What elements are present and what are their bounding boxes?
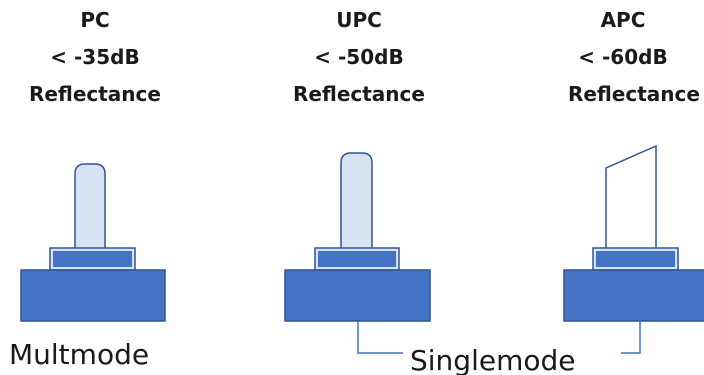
singlemode-label: Singlemode — [410, 344, 575, 375]
apc-loss-label: < -60dB — [578, 45, 667, 69]
apc-connector: APC < -60dB Reflectance — [563, 8, 704, 322]
apc-heading: APC < -60dB Reflectance — [568, 8, 700, 106]
upc-heading: UPC < -50dB Reflectance — [293, 8, 425, 106]
apc-collar-inner — [596, 251, 675, 267]
upc-ferrule — [340, 152, 373, 252]
apc-base — [563, 269, 704, 322]
pc-reflectance-label: Reflectance — [29, 82, 161, 106]
pc-connector: PC < -35dB Reflectance — [20, 8, 166, 322]
singlemode-bracket-right — [621, 321, 641, 354]
upc-connector: UPC < -50dB Reflectance — [284, 8, 431, 322]
pc-ferrule — [74, 163, 106, 252]
upc-base — [284, 269, 431, 322]
pc-collar-inner — [53, 251, 132, 267]
apc-reflectance-label: Reflectance — [568, 82, 700, 106]
singlemode-bracket-left — [357, 321, 403, 354]
apc-ferrule — [605, 144, 657, 252]
pc-type-label: PC — [80, 8, 109, 32]
pc-base — [20, 269, 166, 322]
pc-heading: PC < -35dB Reflectance — [29, 8, 161, 106]
pc-loss-label: < -35dB — [50, 45, 139, 69]
upc-reflectance-label: Reflectance — [293, 82, 425, 106]
apc-type-label: APC — [601, 8, 646, 32]
multimode-label: Multmode — [9, 338, 149, 371]
upc-collar-inner — [318, 251, 396, 267]
upc-type-label: UPC — [336, 8, 382, 32]
upc-loss-label: < -50dB — [314, 45, 403, 69]
